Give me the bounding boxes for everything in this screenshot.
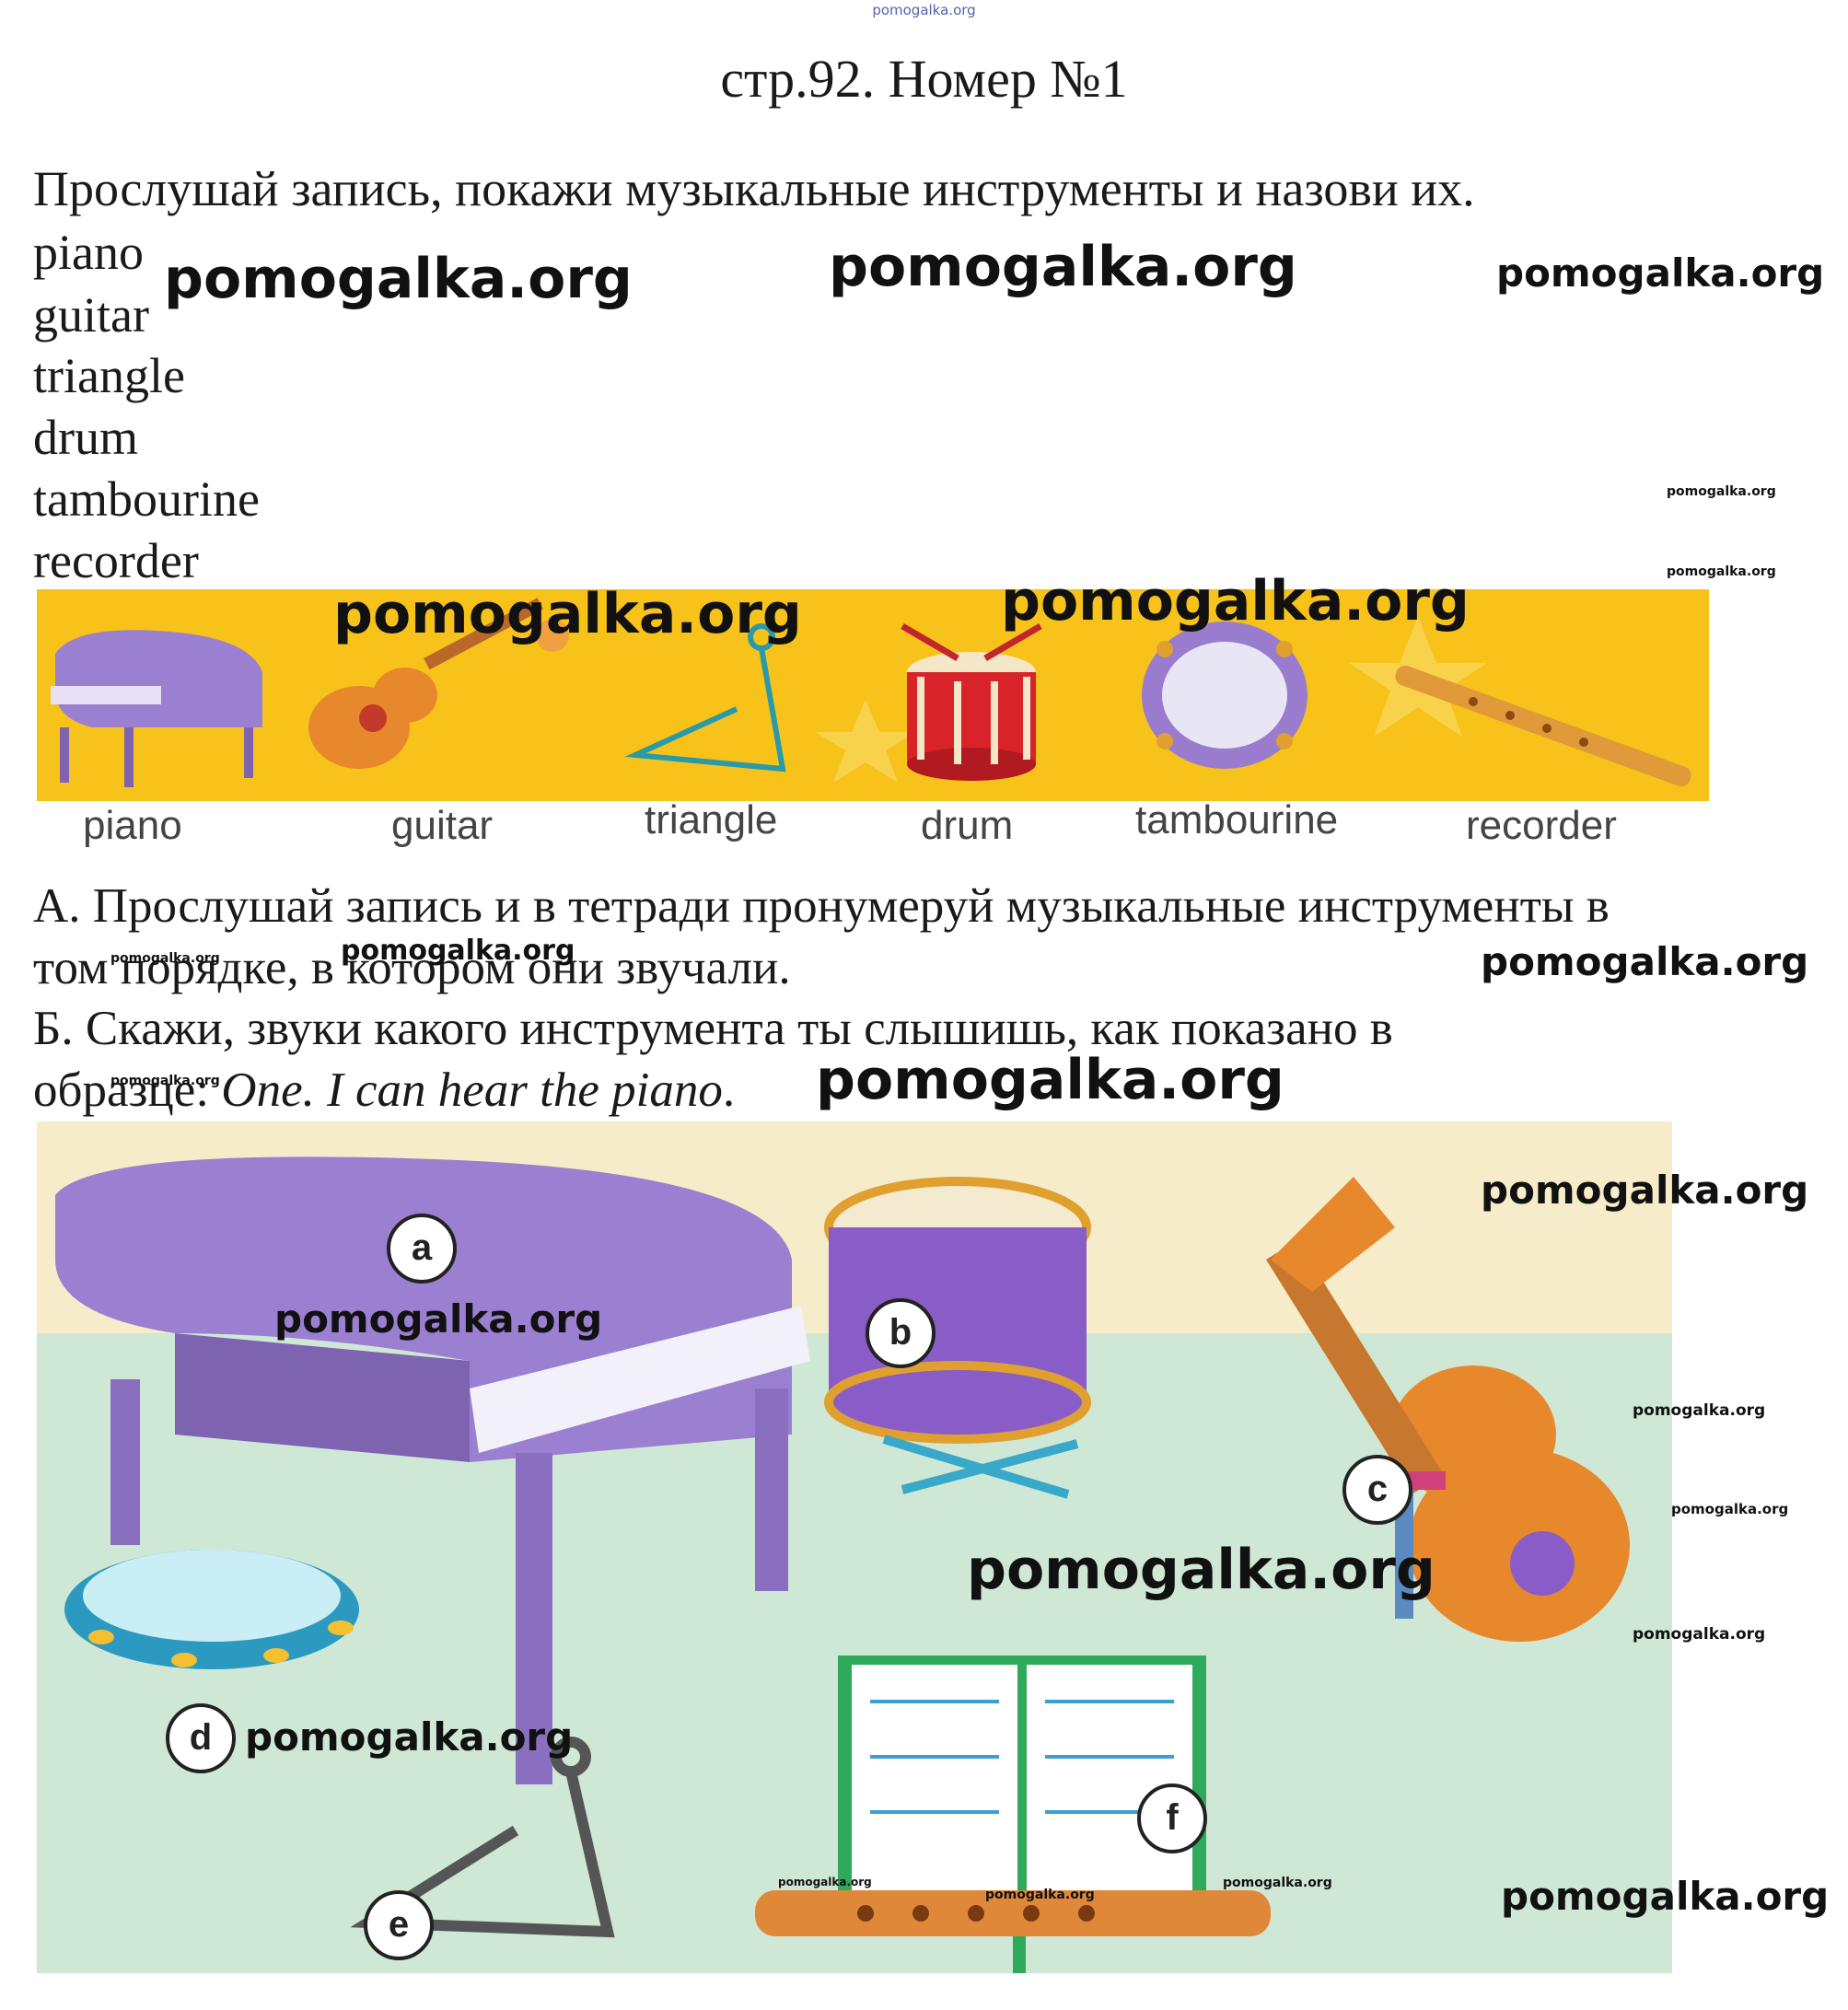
scene-recorder-icon	[755, 1890, 1271, 1936]
watermark: pomogalka.org	[1481, 939, 1809, 984]
watermark: pomogalka.org	[816, 1048, 1284, 1112]
scene-music-book-icon	[838, 1656, 1206, 1973]
band-label-piano: piano	[83, 803, 182, 848]
callout-d: d	[166, 1703, 236, 1773]
page-title: стр.92. Номер №1	[720, 49, 1128, 109]
task-a-line2: том порядке, в котором они звучали.	[33, 941, 791, 994]
watermark: pomogalka.org	[245, 1714, 574, 1760]
watermark: pomogalka.org	[1223, 1876, 1332, 1890]
watermark: pomogalka.org	[333, 582, 802, 646]
recorder-icon	[1395, 665, 1691, 787]
watermark: pomogalka.org	[967, 1538, 1435, 1602]
scene-piano-icon	[55, 1156, 810, 1784]
triangle-icon	[624, 623, 786, 773]
watermark: pomogalka.org	[1001, 569, 1470, 633]
watermark: pomogalka.org	[829, 235, 1297, 299]
watermark: pomogalka.org	[778, 1876, 872, 1888]
watermark: pomogalka.org	[1667, 564, 1776, 579]
band-label-tambourine: tambourine	[1135, 797, 1339, 842]
word-guitar: guitar	[33, 287, 149, 343]
watermark: pomogalka.org	[341, 935, 575, 967]
word-triangle: triangle	[33, 348, 185, 403]
word-piano: piano	[33, 225, 144, 280]
watermark: pomogalka.org	[1496, 250, 1825, 296]
instruction-text: Прослушай запись, покажи музыкальные инс…	[33, 161, 1475, 216]
watermark: pomogalka.org	[274, 1296, 603, 1342]
instrument-band-art	[51, 598, 1691, 787]
callout-e: e	[364, 1890, 434, 1960]
tambourine-icon	[1142, 622, 1308, 769]
scene-guitar-icon	[1266, 1177, 1630, 1642]
band-label-guitar: guitar	[391, 803, 494, 848]
scene-art	[37, 1121, 1672, 1973]
word-drum: drum	[33, 410, 138, 465]
piano-icon	[51, 630, 262, 787]
task-b-example: One. I can hear the piano	[221, 1063, 723, 1117]
task-a-line1: А. Прослушай запись и в тетради пронумер…	[33, 879, 1610, 933]
watermark: pomogalka.org	[1633, 1401, 1766, 1420]
watermark: pomogalka.org	[985, 1888, 1095, 1902]
task-b-line1: Б. Скажи, звуки какого инструмента ты сл…	[33, 1002, 1393, 1055]
guitar-icon	[308, 598, 569, 769]
top-watermark: pomogalka.org	[872, 2, 976, 18]
watermark: pomogalka.org	[1671, 1501, 1789, 1517]
scene-triangle-icon	[350, 1737, 615, 1938]
watermark: pomogalka.org	[164, 247, 633, 311]
star-decoration	[815, 700, 916, 783]
watermark: pomogalka.org	[110, 1074, 220, 1088]
watermark: pomogalka.org	[1501, 1874, 1830, 1919]
scene-tambourine-icon	[64, 1550, 359, 1669]
band-label-drum: drum	[921, 803, 1014, 848]
drum-icon	[901, 622, 1042, 781]
callout-b: b	[866, 1298, 936, 1368]
watermark: pomogalka.org	[1633, 1625, 1766, 1644]
word-recorder: recorder	[33, 533, 199, 588]
watermark: pomogalka.org	[1667, 484, 1776, 499]
watermark: pomogalka.org	[110, 951, 220, 966]
band-label-recorder: recorder	[1466, 803, 1617, 848]
band-label-triangle: triangle	[645, 797, 778, 842]
task-b-suffix: .	[722, 1063, 736, 1117]
callout-a: a	[387, 1214, 457, 1284]
word-tambourine: tambourine	[33, 471, 260, 527]
callout-c: c	[1342, 1455, 1412, 1525]
task-b-prefix: образце:	[33, 1063, 222, 1117]
instrument-band	[37, 589, 1709, 801]
callout-f: f	[1137, 1783, 1207, 1853]
scene-illustration	[37, 1121, 1672, 1973]
task-b-line2: образце: One. I can hear the piano.	[33, 1066, 735, 1115]
watermark: pomogalka.org	[1481, 1168, 1809, 1213]
